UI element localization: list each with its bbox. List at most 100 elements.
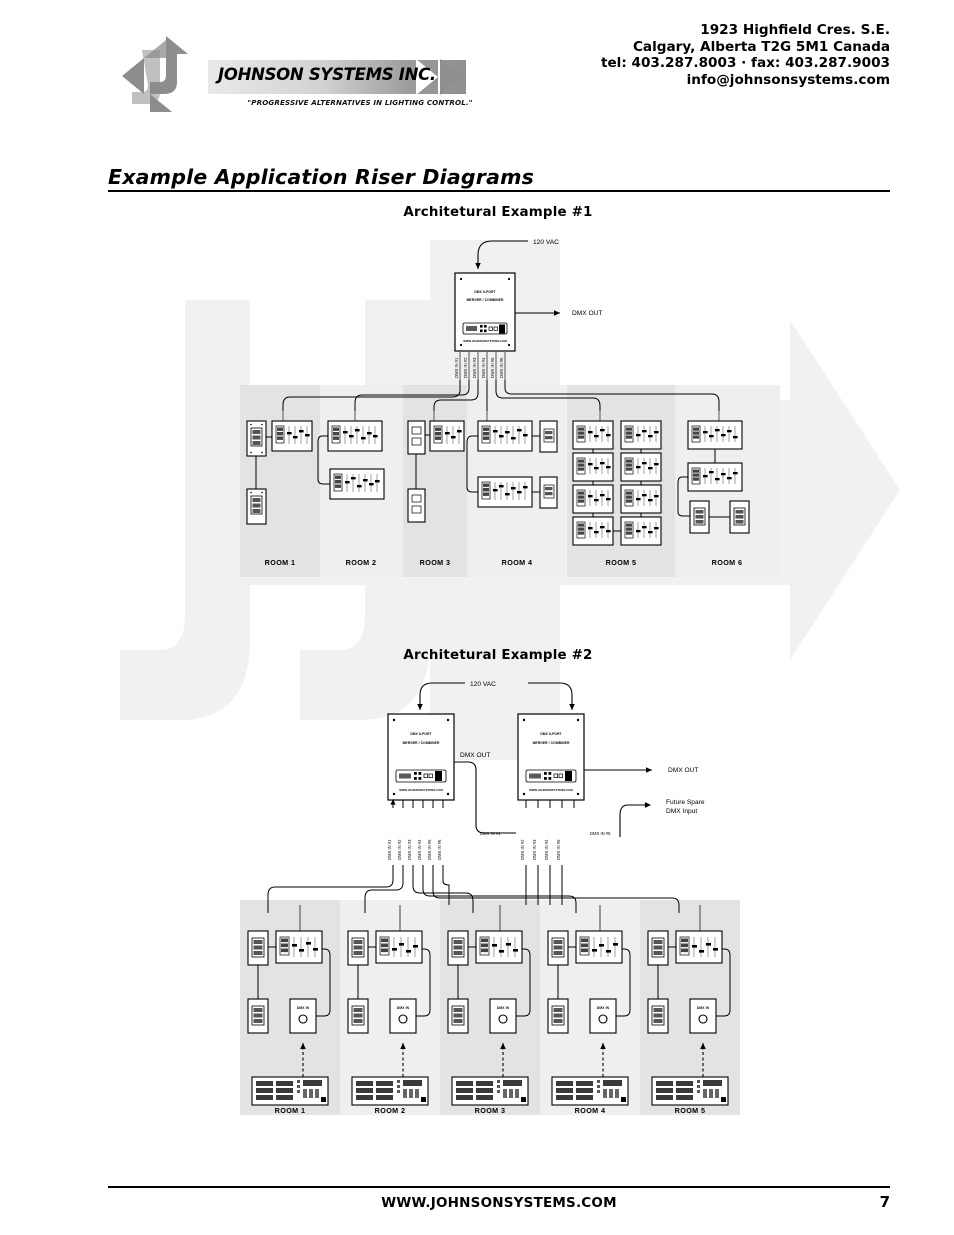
email-line: info@johnsonsystems.com bbox=[686, 71, 890, 88]
footer-divider bbox=[108, 1186, 890, 1188]
svg-text:DMX IN #3: DMX IN #3 bbox=[407, 839, 412, 860]
svg-text:ROOM 1: ROOM 1 bbox=[275, 1106, 306, 1115]
riser-diagram-example-2: 120 VAC DMX 6-PORT MERGER / COMBINER WWW… bbox=[0, 665, 954, 1145]
svg-text:DMX IN #5: DMX IN #5 bbox=[427, 839, 432, 860]
label-120vac-e1: 120 VAC bbox=[533, 239, 559, 246]
dmx-in-labels-a-e2: DMX IN #1 DMX IN #2 DMX IN #3 DMX IN #4 … bbox=[387, 839, 442, 860]
svg-text:ROOM 2: ROOM 2 bbox=[346, 558, 377, 567]
room-1-devices-e2: DMX IN bbox=[247, 930, 331, 1106]
room-3-devices-e2: DMX IN bbox=[447, 930, 531, 1106]
company-name: JOHNSON SYSTEMS INC. bbox=[218, 65, 436, 84]
svg-text:DMX IN #5: DMX IN #5 bbox=[556, 839, 561, 860]
address-line-1: 1923 Highfield Cres. S.E. bbox=[700, 22, 890, 38]
keypad-station bbox=[247, 998, 269, 1034]
fader-station bbox=[687, 462, 743, 492]
company-logo: JOHNSON SYSTEMS INC. "PROGRESSIVE ALTERN… bbox=[120, 32, 472, 127]
svg-text:DMX IN #3: DMX IN #3 bbox=[472, 357, 477, 378]
keypad-station bbox=[539, 476, 558, 509]
svg-text:ROOM 1: ROOM 1 bbox=[265, 558, 296, 567]
lighting-console bbox=[251, 1076, 329, 1106]
section-title-example-2: Architetural Example #2 bbox=[403, 648, 593, 663]
footer-page-number: 7 bbox=[879, 1193, 890, 1211]
logo-chevron-icon bbox=[416, 59, 462, 95]
room-2-devices-e2: DMX IN bbox=[347, 930, 431, 1106]
fader-station bbox=[620, 516, 662, 546]
fader-station bbox=[572, 452, 614, 482]
merger-a-web: WWW.JOHNSONSYSTEMS.COM bbox=[399, 788, 443, 792]
svg-text:DMX IN #6: DMX IN #6 bbox=[499, 357, 504, 378]
phone-fax-line: tel: 403.287.8003 · fax: 403.287.9003 bbox=[600, 55, 890, 71]
dmx-in-plate: DMX IN bbox=[289, 998, 317, 1034]
keypad-station bbox=[246, 488, 267, 525]
title-divider bbox=[108, 190, 890, 192]
merger-a-line1: DMX 6-PORT bbox=[410, 732, 431, 736]
keypad-station bbox=[547, 998, 569, 1034]
fader-station bbox=[572, 484, 614, 514]
dmx-in-plate: DMX IN bbox=[589, 998, 617, 1034]
svg-text:DMX IN #5: DMX IN #5 bbox=[490, 357, 495, 378]
keypad-station bbox=[247, 930, 269, 966]
fader-station bbox=[477, 420, 533, 452]
svg-text:ROOM 3: ROOM 3 bbox=[475, 1106, 506, 1115]
merger-b-web: WWW.JOHNSONSYSTEMS.COM bbox=[529, 788, 573, 792]
label-dmx-in-1-b: DMX IN #1 bbox=[480, 831, 501, 836]
keypad-station bbox=[447, 930, 469, 966]
footer-website: WWW.JOHNSONSYSTEMS.COM bbox=[381, 1195, 617, 1211]
keypad-station bbox=[447, 998, 469, 1034]
lighting-console bbox=[551, 1076, 629, 1106]
label-dmx-out-b-e2: DMX OUT bbox=[668, 767, 698, 774]
keypad-station bbox=[647, 998, 669, 1034]
room-4-devices-e2: DMX IN bbox=[547, 930, 631, 1106]
fader-station bbox=[475, 930, 523, 964]
svg-text:DMX IN #4: DMX IN #4 bbox=[481, 357, 486, 378]
svg-text:DMX IN #2: DMX IN #2 bbox=[463, 357, 468, 378]
svg-text:DMX IN: DMX IN bbox=[397, 1006, 410, 1010]
keypad-station bbox=[647, 930, 669, 966]
fader-station bbox=[575, 930, 623, 964]
dmx-in-plate-label: DMX IN bbox=[297, 1006, 310, 1010]
merger-title-line2-e1: MERGER / COMBINER bbox=[467, 298, 504, 302]
keypad-station bbox=[407, 420, 426, 455]
svg-text:ROOM 5: ROOM 5 bbox=[606, 558, 637, 567]
svg-text:DMX IN: DMX IN bbox=[497, 1006, 510, 1010]
fader-station bbox=[477, 476, 533, 508]
svg-text:DMX IN #1: DMX IN #1 bbox=[387, 839, 392, 860]
svg-text:DMX IN #2: DMX IN #2 bbox=[397, 839, 402, 860]
fader-station bbox=[327, 420, 383, 452]
label-future-spare-2: DMX Input bbox=[666, 808, 697, 815]
lighting-console bbox=[451, 1076, 529, 1106]
svg-text:ROOM 4: ROOM 4 bbox=[502, 558, 533, 567]
svg-text:DMX IN #6: DMX IN #6 bbox=[437, 839, 442, 860]
dmx-in-plate: DMX IN bbox=[689, 998, 717, 1034]
label-dmx-in-6-b: DMX IN #6 bbox=[590, 831, 611, 836]
merger-unit-a-e2: DMX 6-PORT MERGER / COMBINER WWW.JOHNSON… bbox=[387, 713, 455, 801]
logo-mark-icon bbox=[122, 36, 188, 112]
svg-text:ROOM 6: ROOM 6 bbox=[712, 558, 743, 567]
fader-station bbox=[620, 420, 662, 450]
keypad-station bbox=[407, 488, 426, 523]
contact-block: 1923 Highfield Cres. S.E. Calgary, Alber… bbox=[601, 22, 890, 88]
merger-unit-b-e2: DMX 6-PORT MERGER / COMBINER WWW.JOHNSON… bbox=[517, 713, 585, 801]
address-line-2: Calgary, Alberta T2G 5M1 Canada bbox=[632, 38, 890, 55]
merger-a-line2: MERGER / COMBINER bbox=[403, 741, 440, 745]
label-dmx-out-a-e2: DMX OUT bbox=[460, 752, 490, 759]
label-future-spare-1: Future Spare bbox=[666, 799, 705, 806]
lighting-console bbox=[651, 1076, 729, 1106]
room-5-devices-e2: DMX IN bbox=[647, 930, 731, 1106]
fader-station bbox=[329, 468, 385, 500]
keypad-station bbox=[246, 420, 267, 457]
fader-station bbox=[620, 452, 662, 482]
fader-station bbox=[572, 420, 614, 450]
merger-b-line2: MERGER / COMBINER bbox=[533, 741, 570, 745]
merger-b-line1: DMX 6-PORT bbox=[540, 732, 561, 736]
svg-text:DMX IN #2: DMX IN #2 bbox=[520, 839, 525, 860]
riser-diagram-example-1: 120 VAC DMX 6-PORT MERGER / COMBINER WWW… bbox=[0, 225, 954, 605]
merger-title-line1-e1: DMX 6-PORT bbox=[474, 290, 495, 294]
lighting-console bbox=[351, 1076, 429, 1106]
svg-text:DMX IN #1: DMX IN #1 bbox=[454, 357, 459, 378]
label-120vac-e2: 120 VAC bbox=[470, 681, 496, 688]
dmx-in-plate: DMX IN bbox=[489, 998, 517, 1034]
svg-text:DMX IN: DMX IN bbox=[597, 1006, 610, 1010]
page-header: JOHNSON SYSTEMS INC. "PROGRESSIVE ALTERN… bbox=[110, 22, 890, 132]
fader-station bbox=[687, 420, 743, 450]
